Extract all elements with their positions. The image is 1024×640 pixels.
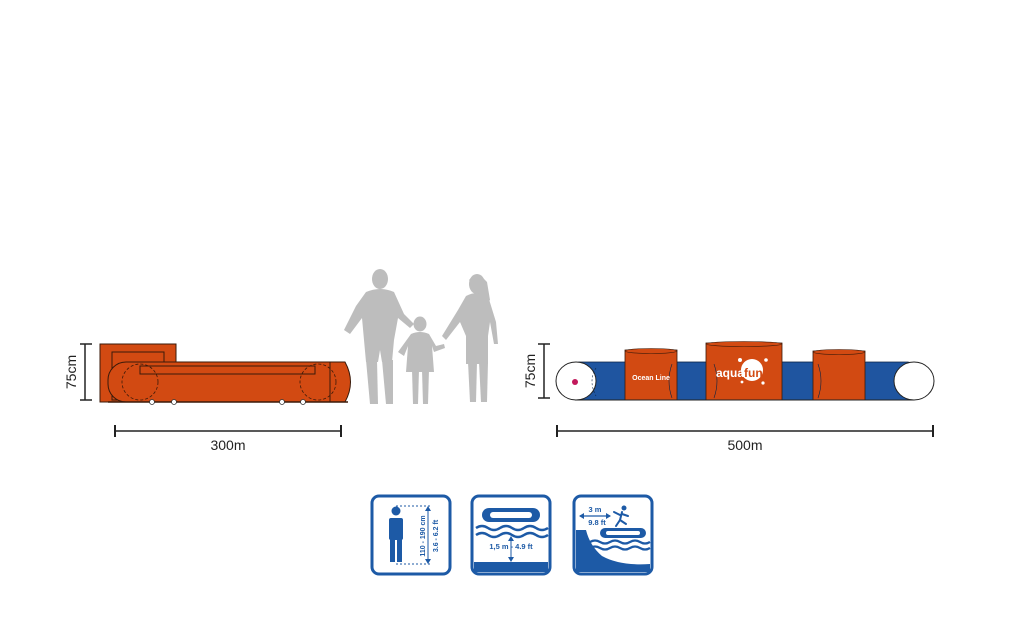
user-height-cm: 110 - 190 cm	[420, 515, 427, 556]
right-product: 75cm Ocean Line	[522, 341, 935, 453]
right-height-label: 75cm	[522, 354, 538, 388]
water-depth-icon: 1,5 m - 4.9 ft	[470, 494, 552, 576]
ocean-line-inflatable: Ocean Line aquafun	[555, 341, 935, 401]
left-height-dimension: 75cm	[63, 343, 92, 401]
left-width-label: 300m	[210, 437, 245, 453]
user-height-icon: 110 - 190 cm 3.6 - 6.2 ft	[370, 494, 452, 576]
right-width-label: 500m	[727, 437, 762, 453]
logo-fun-text: fun	[744, 366, 763, 380]
jumper-icon	[613, 505, 629, 527]
left-height-label: 75cm	[63, 355, 79, 389]
water-depth-label: 1,5 m - 4.9 ft	[489, 542, 533, 551]
right-height-dimension: 75cm	[522, 343, 550, 399]
user-height-ft: 3.6 - 6.2 ft	[433, 519, 440, 552]
family-silhouette	[344, 269, 498, 404]
child-silhouette	[398, 316, 445, 404]
right-width-dimension: 500m	[556, 425, 934, 453]
left-width-dimension: 300m	[114, 425, 342, 453]
aquafun-logo: aquafun	[716, 358, 768, 385]
clearance-ft-label: 9.8 ft	[588, 518, 606, 527]
man-silhouette	[344, 269, 414, 404]
ocean-line-text: Ocean Line	[632, 375, 670, 382]
logo-aqua-text: aqua	[716, 366, 744, 380]
woman-silhouette	[442, 274, 498, 402]
svg-text:aquafun: aquafun	[716, 366, 763, 380]
person-icon	[389, 506, 403, 562]
left-inflatable	[99, 343, 351, 405]
clearance-icon: 3 m 9.8 ft	[572, 494, 654, 576]
clearance-m-label: 3 m	[589, 505, 602, 514]
left-product: 75cm 300m	[63, 343, 351, 453]
